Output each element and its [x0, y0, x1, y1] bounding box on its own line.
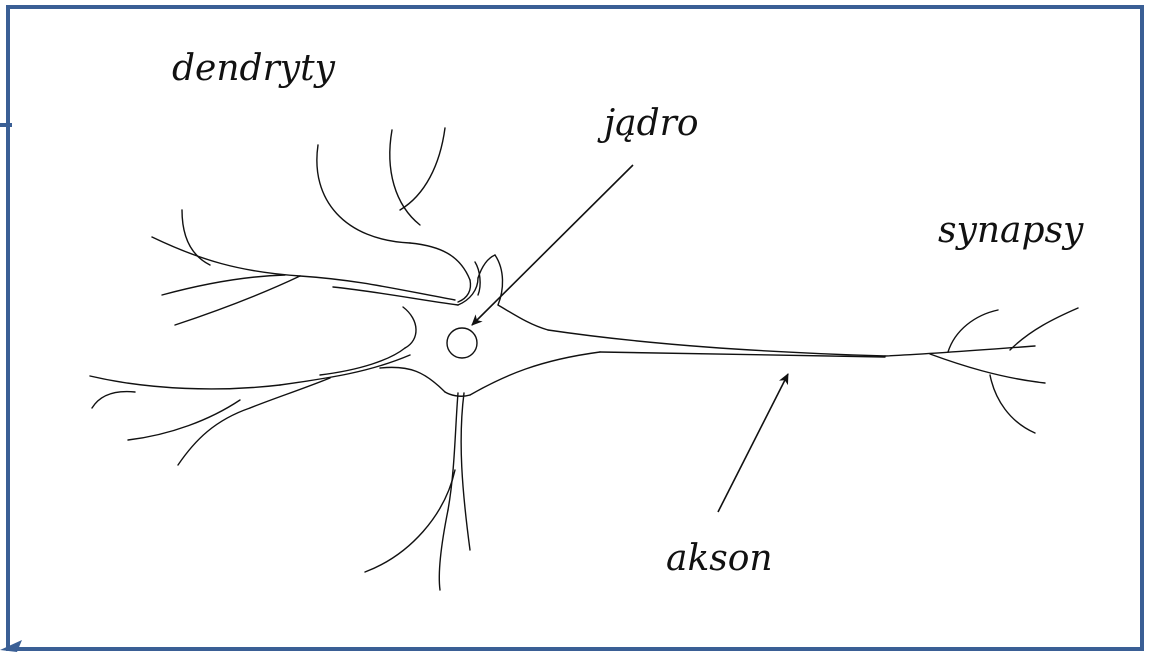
- synapse-terminals: [885, 308, 1078, 433]
- dendrites-upper: [317, 128, 480, 302]
- label-nucleus: jądro: [597, 103, 699, 144]
- frame-corner-arrow: [0, 640, 22, 652]
- dendrites-left: [90, 210, 455, 465]
- cell-body: [320, 255, 885, 396]
- nucleus-circle: [447, 328, 477, 358]
- nucleus-pointer-arrow: [472, 165, 633, 325]
- dendrites-lower: [365, 393, 470, 590]
- label-dendrites: dendryty: [172, 48, 336, 89]
- label-axon: akson: [666, 538, 773, 579]
- axon-pointer-arrow: [718, 374, 788, 512]
- label-synapses: synapsy: [938, 210, 1084, 251]
